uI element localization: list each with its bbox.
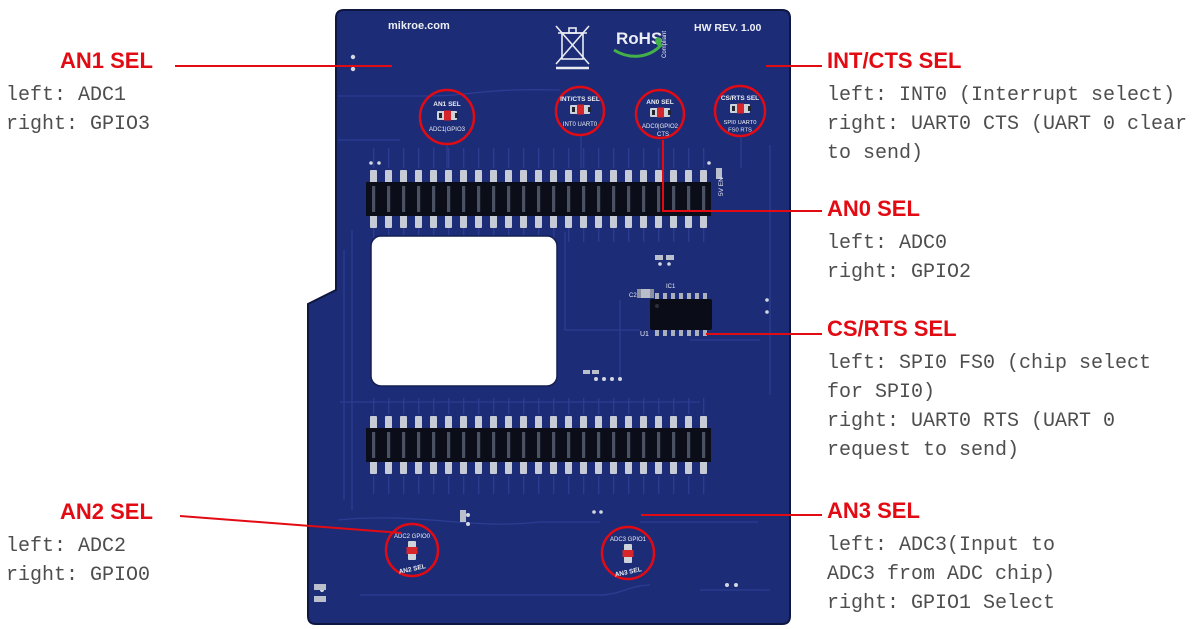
callout-line: left: ADC2 [6, 535, 127, 558]
callout-int-cts: INT/CTS SEL left: INT0 (Interrupt select… [827, 49, 1187, 168]
callout-line: for SPI0) [827, 381, 936, 404]
pin-header-top [366, 170, 711, 228]
callout-an2-lines: left: ADC2 right: GPIO0 [6, 532, 153, 590]
cs-rts-options-label-2: FS0 RTS [728, 128, 752, 134]
callout-line: request to send) [827, 439, 1020, 462]
an1-highlight-circle [418, 88, 476, 146]
callout-line: right: GPIO0 [6, 564, 151, 587]
callout-line: right: GPIO3 [6, 113, 151, 136]
callout-an1: AN1 SEL left: ADC1 right: GPIO3 [6, 49, 153, 139]
an1-sel-label: AN1 SEL [433, 101, 460, 108]
callout-an2-title: AN2 SEL [60, 499, 153, 524]
5v-en-label: 5V EN [718, 177, 725, 196]
ic1-label: IC1 [666, 284, 676, 290]
callout-an1-title: AN1 SEL [60, 48, 153, 73]
callout-cs-rts-title: CS/RTS SEL [827, 316, 957, 341]
leader-lines [175, 65, 822, 534]
trace-fan-top [366, 148, 711, 168]
cs-rts-highlight-circle [713, 84, 767, 138]
callout-line: left: ADC3(Input to [827, 534, 1056, 557]
cs-rts-options-label-1: SPI0 UART0 [723, 120, 756, 126]
via-dots [320, 54, 769, 602]
weee-icon [555, 25, 590, 70]
rohs-compliant-text: Compliant [662, 31, 668, 58]
callout-an3: AN3 SEL left: ADC3(Input to ADC3 from AD… [827, 499, 1055, 618]
ic-body [650, 299, 712, 330]
hw-rev-text: HW REV. 1.00 [694, 22, 761, 34]
c2-label: C2 [629, 293, 637, 299]
callout-int-cts-title: INT/CTS SEL [827, 48, 962, 73]
callout-line: right: UART0 CTS (UART 0 clear [827, 113, 1188, 136]
an0-highlight-circle [634, 88, 686, 140]
rohs-leaf-swoosh [613, 42, 664, 58]
callout-int-cts-lines: left: INT0 (Interrupt select) right: UAR… [827, 81, 1187, 168]
rohs-text: RoHS [616, 29, 662, 48]
callout-line: left: SPI0 FS0 (chip select [827, 352, 1152, 375]
pcb-board: mikroe.com RoHS Compliant HW REV. 1.00 A… [307, 9, 791, 625]
jumper-an0: AN0 SEL ADC0|GPIO2 CTS [634, 88, 686, 140]
jumper-an1: AN1 SEL ADC1|GPIO3 [418, 88, 476, 146]
an2-options-label: ADC2 GPIO0 [394, 534, 431, 540]
callout-line: left: INT0 (Interrupt select) [827, 84, 1176, 107]
pin-header-bottom [366, 416, 711, 474]
callout-an0-title: AN0 SEL [827, 196, 920, 221]
jumper-int-cts: INT/CTS SEL INT0 UART0 [554, 85, 606, 137]
u1-label: U1 [640, 331, 649, 338]
callout-an1-lines: left: ADC1 right: GPIO3 [6, 81, 153, 139]
callout-cs-rts-lines: left: SPI0 FS0 (chip select for SPI0) ri… [827, 349, 1151, 465]
callout-line: right: GPIO1 Select [827, 592, 1056, 615]
ic-chip-u1: C2 IC1 U1 [629, 284, 712, 338]
an1-options-label: ADC1|GPIO3 [429, 127, 466, 133]
callout-line: right: GPIO2 [827, 261, 972, 284]
callout-an3-lines: left: ADC3(Input to ADC3 from ADC chip) … [827, 531, 1055, 618]
an3-options-label: ADC3 GPIO1 [610, 537, 647, 543]
leader-an0 [662, 140, 822, 212]
callout-line: to send) [827, 142, 924, 165]
callout-line: ADC3 from ADC chip) [827, 563, 1056, 586]
rohs-logo: RoHS Compliant [613, 29, 668, 58]
int-cts-options-label: INT0 UART0 [563, 122, 598, 128]
smd-components [314, 168, 722, 602]
brand-text: mikroe.com [388, 20, 450, 32]
an0-options-label-2: CTS [657, 132, 669, 138]
jumper-cs-rts: CS/RTS SEL SPI0 UART0 FS0 RTS [713, 84, 767, 138]
c2-capacitor [637, 289, 654, 298]
int-cts-sel-label: INT/CTS SEL [560, 96, 600, 103]
callout-line: left: ADC0 [827, 232, 948, 255]
cs-rts-sel-label: CS/RTS SEL [721, 95, 759, 102]
callout-cs-rts: CS/RTS SEL left: SPI0 FS0 (chip select f… [827, 317, 1151, 465]
leader-an2 [179, 515, 403, 534]
trace-fan-mid2 [366, 398, 711, 414]
trace-fan-bottom [366, 476, 711, 494]
an2-highlight-circle [384, 522, 440, 578]
callout-an0: AN0 SEL left: ADC0 right: GPIO2 [827, 197, 971, 287]
callout-an3-title: AN3 SEL [827, 498, 920, 523]
callout-an0-lines: left: ADC0 right: GPIO2 [827, 229, 971, 287]
an0-options-label: ADC0|GPIO2 [642, 124, 679, 130]
board-cutout [370, 235, 558, 387]
an3-highlight-circle [600, 525, 656, 581]
callout-an2: AN2 SEL left: ADC2 right: GPIO0 [6, 500, 153, 590]
callout-line: right: UART0 RTS (UART 0 [827, 410, 1116, 433]
an0-sel-label: AN0 SEL [646, 99, 673, 106]
callout-line: left: ADC1 [6, 84, 127, 107]
int-cts-highlight-circle [554, 85, 606, 137]
rohs-leaf [655, 37, 662, 46]
